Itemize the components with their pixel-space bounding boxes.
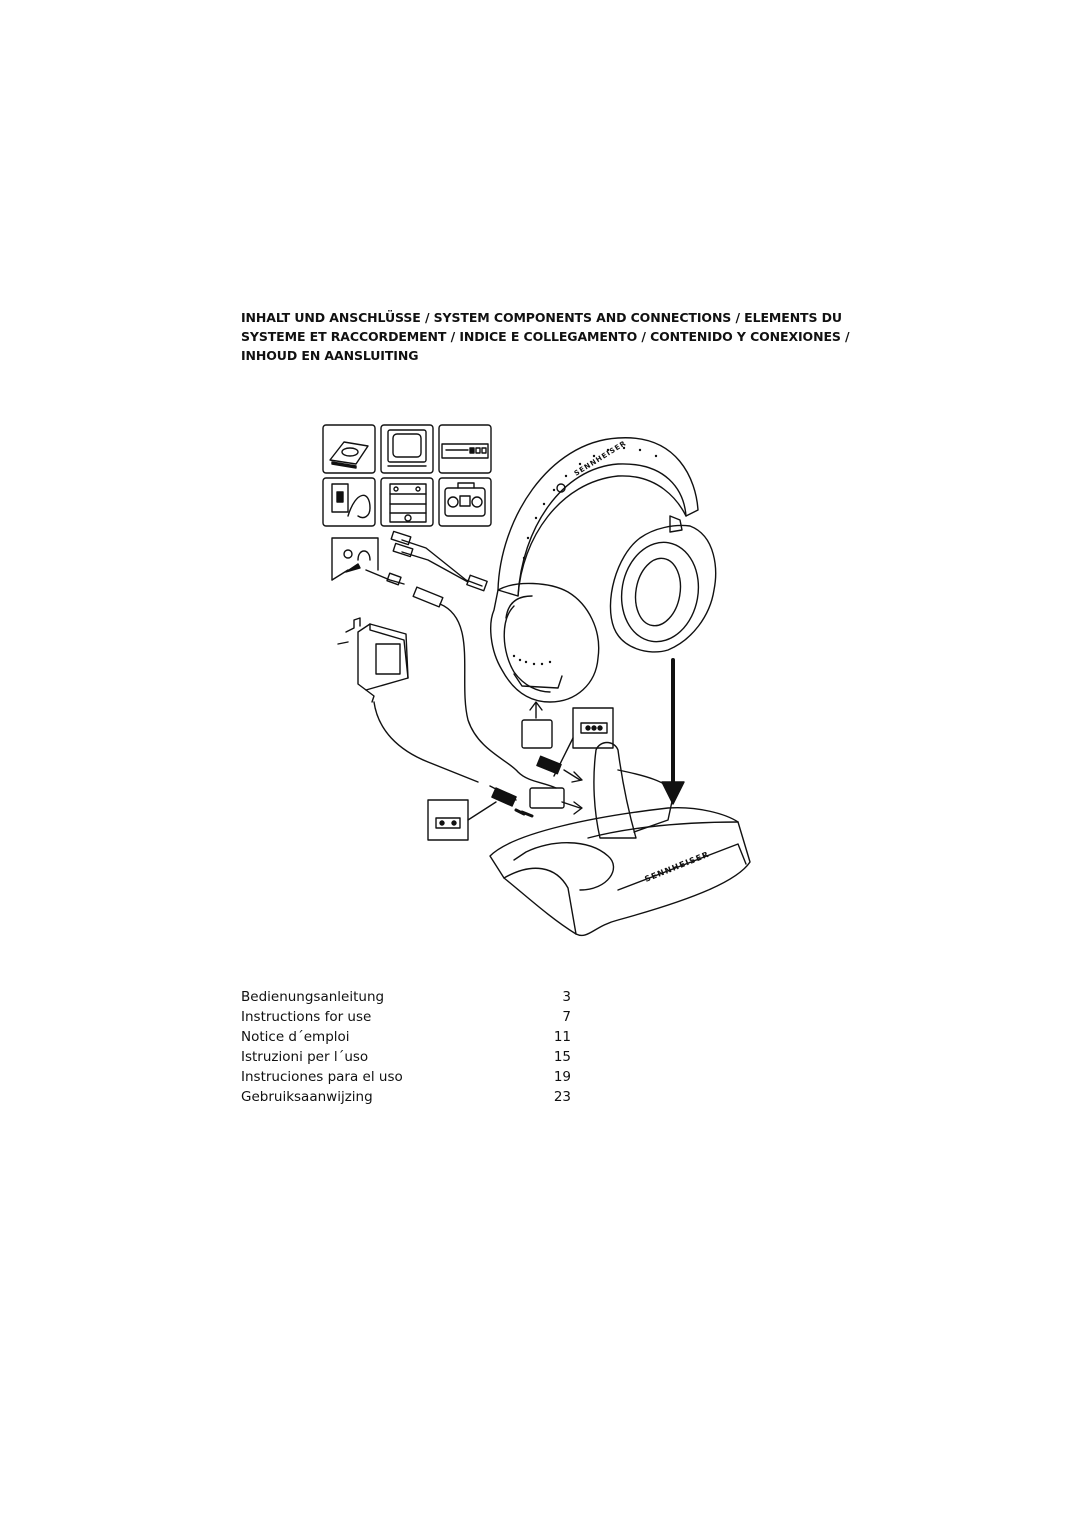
page-heading: INHALT UND ANSCHLÜSSE / SYSTEM COMPONENT…	[241, 308, 851, 365]
toc-row[interactable]: Istruzioni per l´uso 15	[241, 1047, 571, 1067]
connector-callout-large	[553, 707, 614, 777]
toc-title: Gebruiksaanwijzing	[241, 1089, 373, 1105]
adapter-cable	[365, 530, 488, 592]
tv-icon	[380, 424, 434, 474]
toc-page-number: 3	[562, 989, 571, 1005]
toc-title: Instruciones para el uso	[241, 1069, 403, 1085]
base-station: SENNHEISER	[489, 741, 751, 937]
audio-plug	[536, 755, 562, 775]
toc-title: Istruzioni per l´uso	[241, 1049, 369, 1065]
base-brand-text: SENNHEISER	[643, 850, 710, 884]
power-supply	[337, 617, 517, 801]
toc-title: Notice d´emploi	[241, 1029, 350, 1045]
cd-player-icon	[322, 424, 376, 474]
toc-title: Bedienungsanleitung	[241, 989, 385, 1005]
toc-page-number: 23	[553, 1089, 571, 1105]
headband-dots	[522, 446, 658, 560]
audio-source-jack-panel	[331, 537, 379, 581]
source-devices-grid	[322, 424, 492, 527]
insert-arrow	[661, 658, 685, 805]
toc-page-number: 7	[562, 1009, 571, 1025]
toc-row[interactable]: Instructions for use 7	[241, 1007, 571, 1027]
headband	[497, 437, 699, 597]
toc-row[interactable]: Bedienungsanleitung 3	[241, 987, 571, 1007]
toc-page-number: 15	[553, 1049, 571, 1065]
headband-brand-text: SENNHEISER	[573, 439, 628, 478]
toc-page-number: 11	[553, 1029, 571, 1045]
boombox-icon	[438, 477, 492, 527]
hifi-stack-icon	[380, 477, 434, 527]
battery-pack-upper	[521, 701, 553, 749]
heading-line-2: SYSTEME ET RACCORDEMENT / INDICE E COLLE…	[241, 329, 850, 344]
cd-deck-icon	[438, 424, 492, 474]
toc-row[interactable]: Instruciones para el uso 19	[241, 1067, 571, 1087]
dc-plug	[491, 787, 517, 807]
battery-pack-lower	[514, 769, 583, 818]
heading-line-1: INHALT UND ANSCHLÜSSE / SYSTEM COMPONENT…	[241, 310, 842, 325]
headphones: SENNHEISER	[490, 437, 717, 703]
table-of-contents: Bedienungsanleitung 3 Instructions for u…	[241, 987, 571, 1107]
toc-row[interactable]: Notice d´emploi 11	[241, 1027, 571, 1047]
headphone-jack-icon	[322, 477, 376, 527]
audio-cable	[412, 586, 557, 789]
heading-line-3: INHOUD EN AANSLUITING	[241, 348, 419, 363]
base-station-stand	[593, 741, 637, 839]
system-illustration: SENNHEISER SENNHEISER	[322, 424, 751, 937]
toc-row[interactable]: Gebruiksaanwijzing 23	[241, 1087, 571, 1107]
toc-title: Instructions for use	[241, 1009, 372, 1025]
toc-page-number: 19	[553, 1069, 571, 1085]
connector-callout-small	[427, 799, 497, 841]
